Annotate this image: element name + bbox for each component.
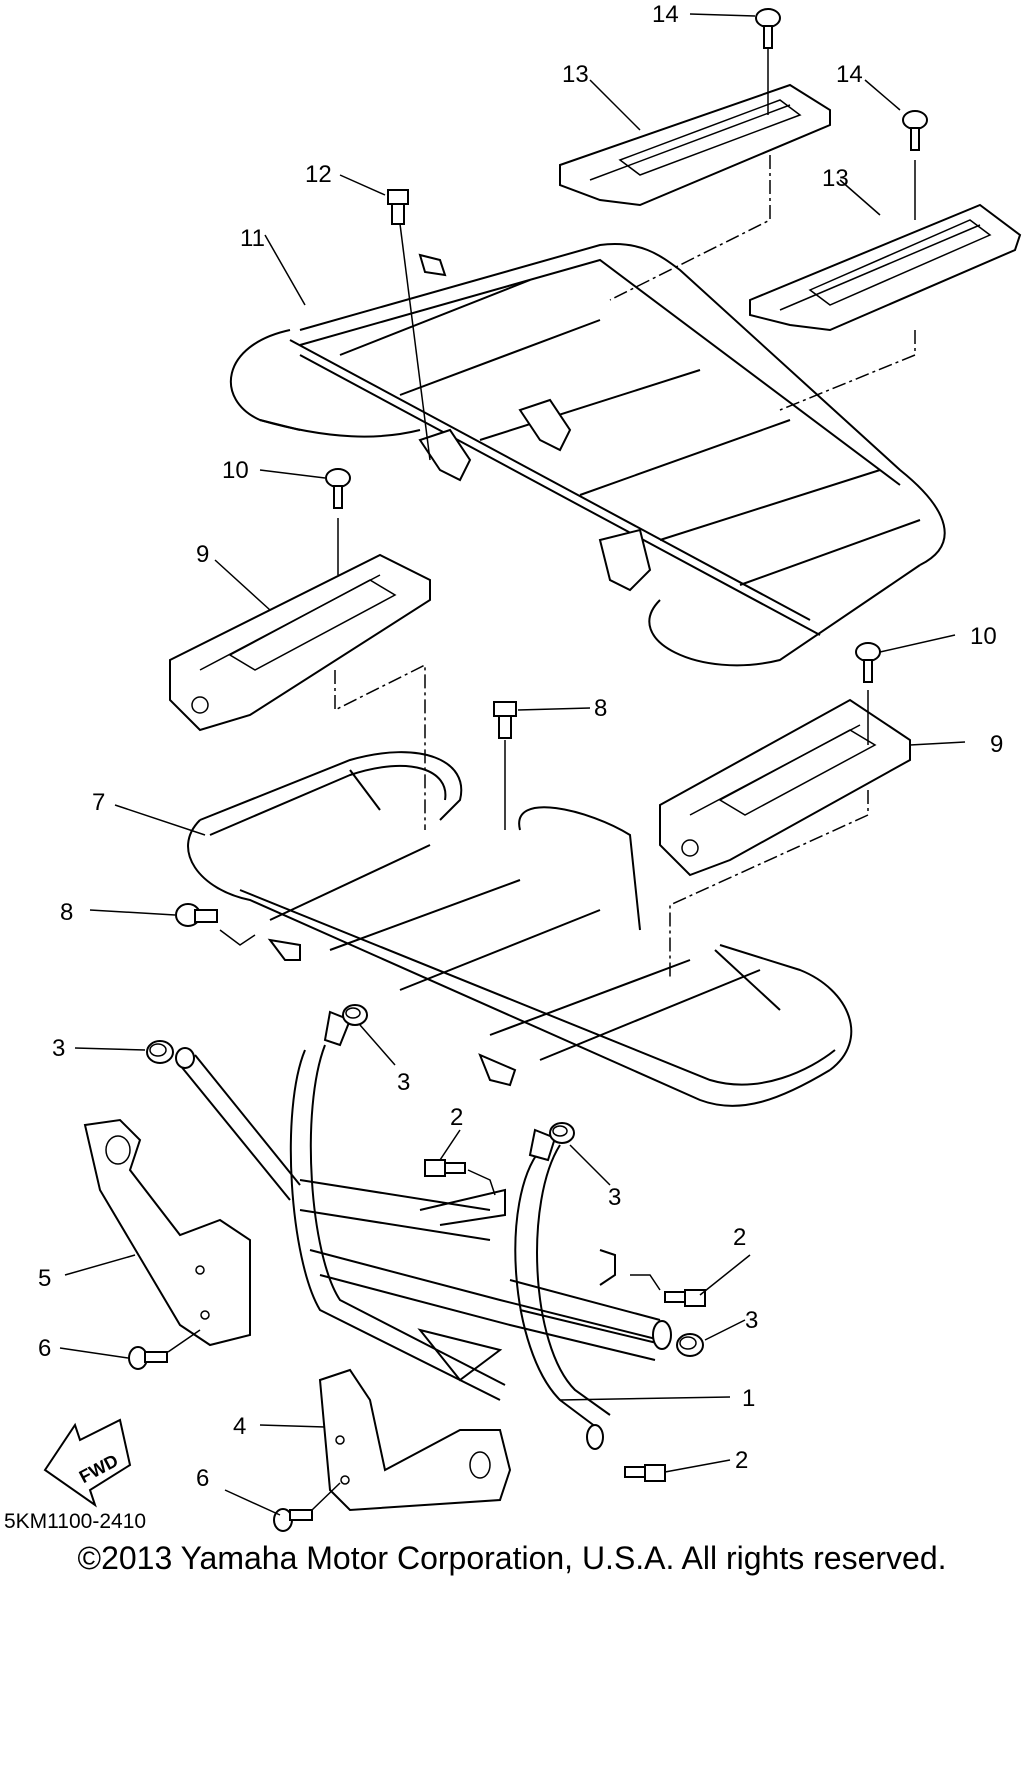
leader-lines	[59, 13, 966, 1516]
copyright-notice: ©2013 Yamaha Motor Corporation, U.S.A. A…	[77, 1540, 947, 1576]
callout-7: 7	[92, 789, 105, 816]
callout-13-right: 13	[822, 165, 849, 192]
callout-6-lower: 6	[196, 1465, 209, 1492]
bolt-12	[387, 189, 431, 461]
bracket-4	[318, 1368, 512, 1512]
cap-3-mid	[549, 1122, 575, 1144]
callout-2-upper: 2	[450, 1104, 463, 1131]
callout-10-right: 10	[970, 623, 997, 650]
callout-5: 5	[38, 1265, 51, 1292]
rear-rack-cover-upper	[559, 83, 831, 207]
screw-14-top	[755, 8, 781, 115]
main-bracket-frame	[175, 1010, 672, 1450]
callout-2-middle: 2	[733, 1224, 746, 1251]
cap-3-left	[146, 1040, 174, 1064]
rear-rack-cover-lower	[749, 203, 1022, 332]
fwd-direction-arrow: FWD	[43, 1418, 132, 1508]
bolt-2-lower	[624, 1464, 666, 1482]
assembly-line-rear-1	[609, 155, 771, 301]
bolt-2-upper	[424, 1159, 496, 1196]
screw-10-left	[325, 468, 351, 575]
screw-10-right	[855, 642, 881, 745]
assembly-line-front-1	[334, 663, 426, 830]
cap-3-right	[676, 1333, 704, 1357]
callout-14-right: 14	[836, 61, 863, 88]
callout-8-left: 8	[60, 899, 73, 926]
callout-3-mid: 3	[608, 1184, 621, 1211]
callout-2-lower: 2	[735, 1447, 748, 1474]
callout-12: 12	[305, 161, 332, 188]
bolt-2-middle	[630, 1274, 706, 1307]
callout-3-left: 3	[52, 1035, 65, 1062]
bolt-8-left	[175, 903, 256, 946]
callout-3-right: 3	[745, 1307, 758, 1334]
callout-numbers: 14 13 14 13 12 11 10 9 10 8 9 7 8 3 3 2 …	[38, 1, 1003, 1492]
screw-14-right	[902, 110, 928, 220]
callout-14-top: 14	[652, 1, 679, 28]
bracket-5	[83, 1118, 251, 1347]
callout-10-left: 10	[222, 457, 249, 484]
front-rack-cover-right	[659, 698, 911, 877]
cap-3-top	[342, 1004, 368, 1026]
rear-carrier-rack	[229, 243, 946, 667]
bolt-8-center	[493, 701, 517, 830]
callout-11: 11	[240, 225, 265, 252]
callout-9-left: 9	[196, 541, 209, 568]
callout-6-upper: 6	[38, 1335, 51, 1362]
callout-3-top: 3	[397, 1069, 410, 1096]
callout-4: 4	[233, 1413, 246, 1440]
screw-6-upper	[128, 1329, 201, 1370]
front-rack-cover-left	[169, 553, 431, 732]
front-carrier-rack	[187, 751, 853, 1107]
callout-9-right: 9	[990, 731, 1003, 758]
callout-8-center: 8	[594, 695, 607, 722]
assembly-line-rear-2	[779, 330, 916, 411]
assembly-line-front-2	[669, 790, 869, 980]
diagram-code: 5KM1100-2410	[4, 1510, 147, 1533]
callout-1: 1	[742, 1385, 755, 1412]
callout-13-top: 13	[562, 61, 589, 88]
